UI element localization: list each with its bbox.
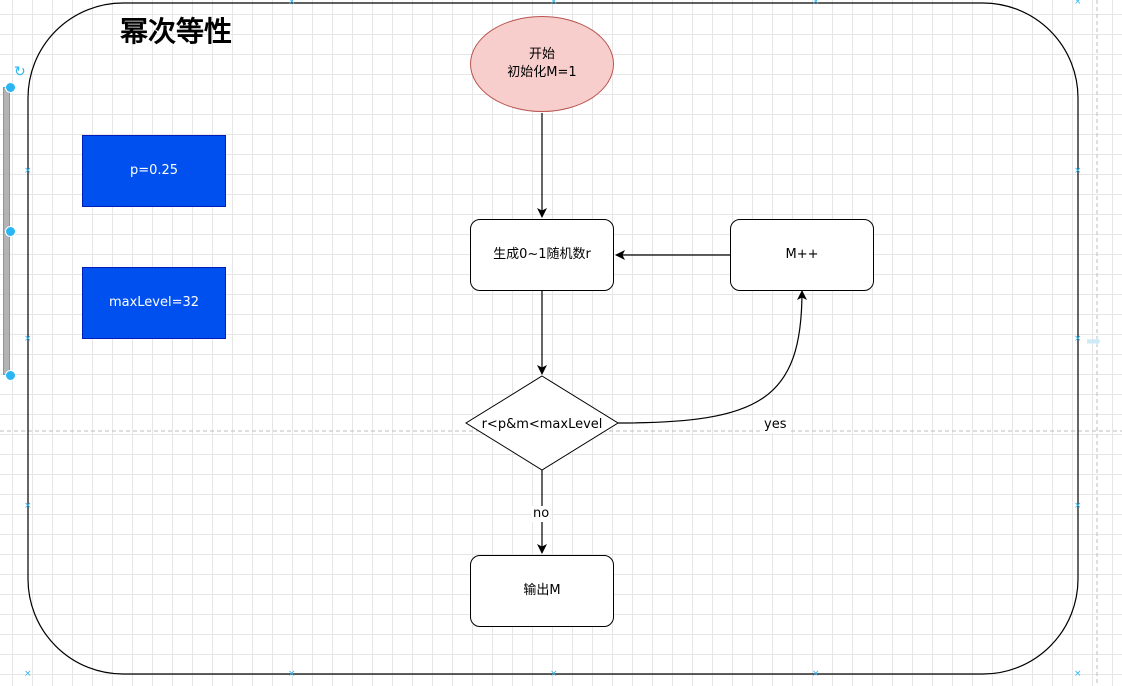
selection-handle-middle[interactable] [5,226,16,237]
connection-point-icon: × [24,166,32,176]
diagram-title[interactable]: 幂次等性 [120,15,233,48]
generate-random-label: 生成0~1随机数r [493,247,591,262]
selection-handle-bottom[interactable] [5,370,16,381]
param-maxlevel-box[interactable]: maxLevel=32 [82,267,226,339]
connection-point-icon: × [1074,334,1082,344]
connection-point-icon: × [24,669,32,679]
selection-handle-top[interactable] [5,82,16,93]
output-node[interactable]: 输出M [470,555,614,627]
container-frame[interactable] [27,2,1079,675]
expand-arrow-icon[interactable]: ➡ [1086,331,1102,352]
increment-node[interactable]: M++ [730,219,874,291]
rotate-icon[interactable]: ↻ [14,64,26,80]
param-maxlevel-label: maxLevel=32 [108,295,200,310]
param-p-box[interactable]: p=0.25 [82,135,226,207]
connection-point-icon: × [812,669,820,679]
start-label-line1: 开始 [528,47,555,62]
edge-yes-label[interactable]: yes [762,417,789,433]
start-label-line2: 初始化M=1 [507,65,577,80]
connection-point-icon: × [550,0,558,7]
connection-point-icon: × [288,0,296,7]
param-p-label: p=0.25 [129,163,179,178]
edge-yes-curve[interactable] [617,290,807,424]
connection-point-icon: × [1074,166,1082,176]
connection-point-icon: × [24,334,32,344]
increment-label: M++ [785,247,819,262]
output-label: 输出M [523,583,561,598]
connection-point-icon: × [288,669,296,679]
start-node[interactable]: 开始 初始化M=1 [470,16,614,112]
connection-point-icon: × [1074,501,1082,511]
connection-point-icon: × [550,669,558,679]
condition-label: r<p&m<maxLevel [481,416,603,432]
connection-point-icon: × [24,501,32,511]
connection-point-icon: × [812,0,820,7]
connection-point-icon: × [1074,669,1082,679]
generate-random-node[interactable]: 生成0~1随机数r [470,219,614,291]
connection-point-icon: × [1074,0,1082,7]
edge-no-label[interactable]: no [531,506,552,522]
